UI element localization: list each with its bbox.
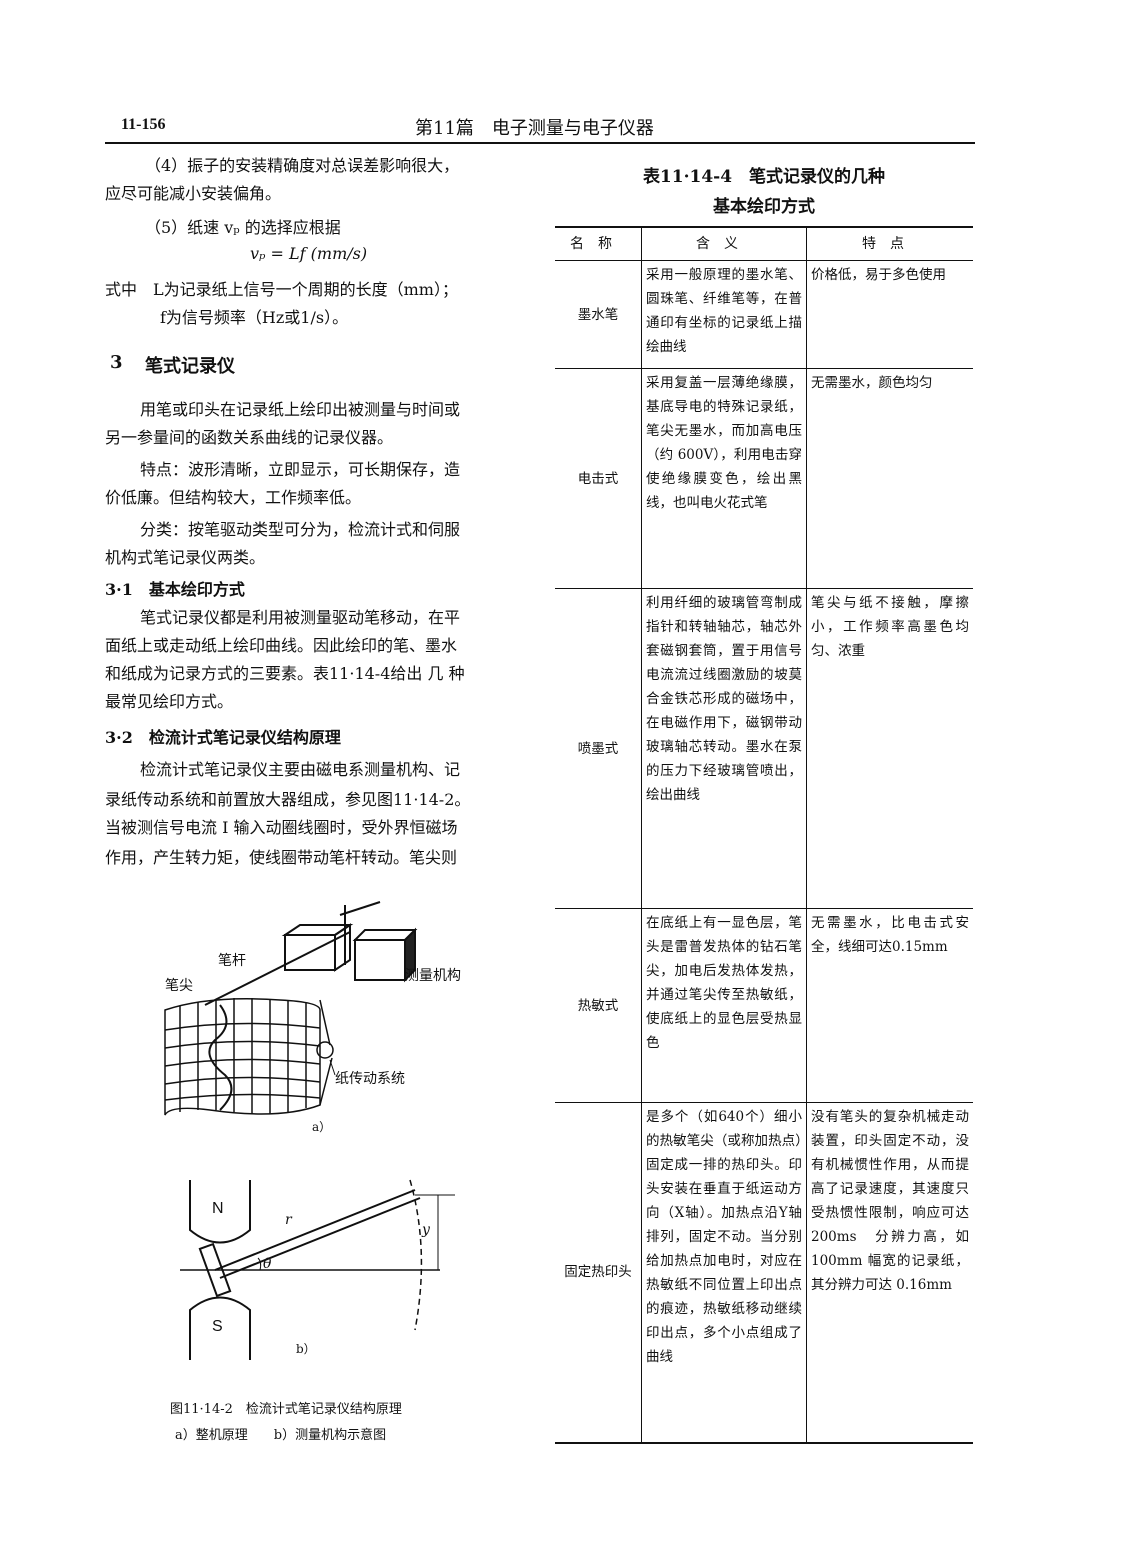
row-name: 热敏式	[555, 908, 642, 1103]
para3-line1: 分类：按笔驱动类型可分为，检流计式和伺服	[140, 520, 461, 539]
figure-b-mechanism-diagram	[180, 1179, 455, 1360]
para4-line2: 面纸上或走动纸上绘印曲线。因此绘印的笔、墨水	[105, 636, 458, 655]
row-meaning: 在底纸上有一显色层，笔头是雷普发热体的钻石笔尖，加电后发热体发热，并通过笔尖传至…	[641, 908, 807, 1103]
label-paper-drive-system: 纸传动系统	[335, 1071, 405, 1087]
row-feature: 笔尖与纸不接触，摩擦小，工作频率高墨色均匀、浓重	[806, 588, 973, 909]
header-meaning: 含义	[641, 226, 807, 261]
para2-line2: 价低廉。但结构较大，工作频率低。	[105, 488, 362, 507]
label-south-pole: S	[212, 1318, 223, 1335]
section-title: 笔式记录仪	[145, 356, 235, 377]
para2-line1: 特点：波形清晰，立即显示，可长期保存，造	[140, 460, 461, 479]
row-meaning: 利用纤细的玻璃管弯制成指针和转轴轴芯，轴芯外套磁钢套筒，置于用信号电流流过线圈激…	[641, 588, 807, 909]
para5-line1: 检流计式笔记录仪主要由磁电系测量机构、记	[140, 760, 461, 779]
running-title: 第11篇 电子测量与电子仪器	[415, 118, 654, 139]
paper-speed-formula: vₚ = Lf (mm/s)	[250, 244, 368, 263]
row-feature: 没有笔头的复杂机械走动装置，印头固定不动，没有机械惯性作用，从而提高了记录速度，…	[806, 1102, 973, 1444]
item-4-line1: （4）振子的安装精确度对总误差影响很大，	[145, 156, 460, 175]
recording-methods-table: 名称 含义 特点 墨水笔 采用一般原理的墨水笔、圆珠笔、纤维笔等，在普通印有坐标…	[555, 226, 973, 1444]
figure-a-recorder-diagram	[164, 901, 418, 1116]
header-feature: 特点	[806, 226, 973, 261]
table-row: 电击式 采用复盖一层薄绝缘膜，基底导电的特殊记录纸，笔尖无墨水，而加高电压（约 …	[555, 368, 973, 589]
row-name: 固定热印头	[555, 1102, 642, 1444]
label-figure-b: b）	[296, 1342, 316, 1356]
label-pen-rod: 笔杆	[218, 953, 246, 969]
table-header-row: 名称 含义 特点	[555, 226, 973, 261]
para5-line3: 当被测信号电流 I 输入动圈线圈时，受外界恒磁场	[105, 818, 458, 837]
row-name: 喷墨式	[555, 588, 642, 909]
label-radius: r	[285, 1212, 292, 1228]
page-header: 11-156 第11篇 电子测量与电子仪器	[105, 112, 975, 144]
row-feature: 无需墨水，颜色均匀	[806, 368, 973, 589]
table-row: 喷墨式 利用纤细的玻璃管弯制成指针和转轴轴芯，轴芯外套磁钢套筒，置于用信号电流流…	[555, 588, 973, 909]
row-meaning: 采用复盖一层薄绝缘膜，基底导电的特殊记录纸，笔尖无墨水，而加高电压（约 600V…	[641, 368, 807, 589]
para3-line2: 机构式笔记录仪两类。	[105, 548, 266, 567]
header-rule	[105, 142, 975, 144]
para1-line2: 另一参量间的函数关系曲线的记录仪器。	[105, 428, 394, 447]
row-name: 电击式	[555, 368, 642, 589]
para4-line3: 和纸成为记录方式的三要素。表11·14-4给出 几 种	[105, 664, 465, 683]
label-theta: θ	[263, 1256, 272, 1272]
where-line2: f为信号频率（Hz或1/s）。	[160, 308, 349, 327]
page-number: 11-156	[121, 116, 166, 133]
label-y: y	[422, 1222, 430, 1238]
pen-rod-line	[204, 931, 351, 1006]
para5-line4: 作用，产生转力矩，使线圈带动笔杆转动。笔尖则	[105, 848, 458, 867]
section-number: 3	[110, 352, 123, 373]
para5-line2: 录纸传动系统和前置放大器组成，参见图11·14-2。	[105, 790, 471, 809]
table-title-line2: 基本绘印方式	[713, 197, 815, 217]
where-line1: 式中 L为记录纸上信号一个周期的长度（mm）；	[105, 280, 458, 299]
item-5: （5）纸速 vₚ 的选择应根据	[145, 218, 341, 237]
table-row: 墨水笔 采用一般原理的墨水笔、圆珠笔、纤维笔等，在普通印有坐标的记录纸上描绘曲线…	[555, 260, 973, 369]
recording-paper-grid	[164, 998, 334, 1116]
label-north-pole: N	[212, 1200, 224, 1217]
row-feature: 无需墨水，比电击式安全，线细可达0.15mm	[806, 908, 973, 1103]
label-figure-a: a）	[312, 1120, 332, 1134]
row-meaning: 采用一般原理的墨水笔、圆珠笔、纤维笔等，在普通印有坐标的记录纸上描绘曲线	[641, 260, 807, 369]
figure-sub-caption: a）整机原理 b）测量机构示意图	[175, 1428, 387, 1443]
subsection-3-1: 3·1 基本绘印方式	[105, 580, 245, 599]
measurement-mechanism-drawing	[281, 901, 418, 983]
para1-line1: 用笔或印头在记录纸上绘印出被测量与时间或	[140, 400, 461, 419]
table-title-line1: 表11·14-4 笔式记录仪的几种	[642, 167, 886, 187]
header-name: 名称	[555, 226, 642, 261]
row-feature: 价格低，易于多色使用	[806, 260, 973, 369]
row-name: 墨水笔	[555, 260, 642, 369]
subsection-3-2: 3·2 检流计式笔记录仪结构原理	[105, 728, 341, 747]
para4-line4: 最常见绘印方式。	[105, 692, 234, 711]
label-pen-tip: 笔尖	[165, 978, 193, 994]
para4-line1: 笔式记录仪都是利用被测量驱动笔移动，在平	[140, 608, 461, 627]
table-row: 固定热印头 是多个（如640个）细小的热敏笔尖（或称加热点）固定成一排的热印头。…	[555, 1102, 973, 1444]
row-meaning: 是多个（如640个）细小的热敏笔尖（或称加热点）固定成一排的热印头。印头安装在垂…	[641, 1102, 807, 1444]
item-4-line2: 应尽可能减小安装偏角。	[105, 184, 282, 203]
table-row: 热敏式 在底纸上有一显色层，笔头是雷普发热体的钻石笔尖，加电后发热体发热，并通过…	[555, 908, 973, 1103]
label-measurement-mechanism: 测量机构	[405, 968, 461, 984]
figure-caption: 图11·14-2 检流计式笔记录仪结构原理	[170, 1402, 402, 1417]
